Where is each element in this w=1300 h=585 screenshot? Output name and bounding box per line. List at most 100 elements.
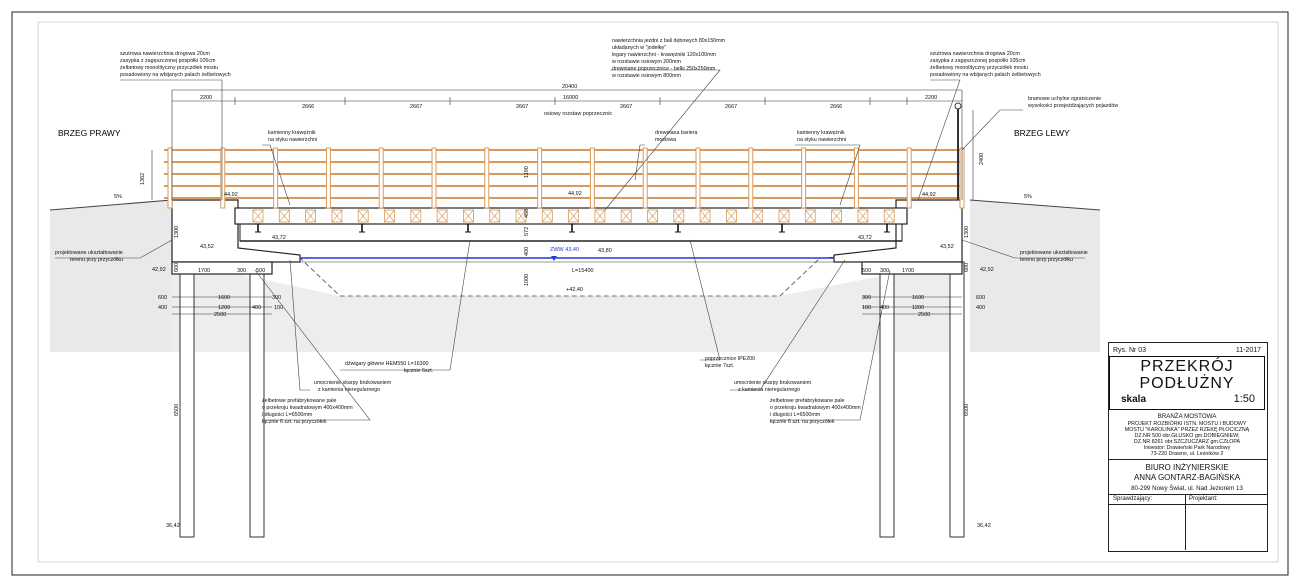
scale-value: 1:50: [1233, 393, 1255, 405]
crossbeam-spacing-label: osiowy rozstaw poprzecznic: [544, 111, 612, 117]
dim-rb-4: 300: [862, 295, 871, 301]
railing-post: [642, 147, 648, 209]
dim-lb-2: 300: [237, 268, 246, 274]
level-ground-right: 42,92: [980, 267, 994, 273]
dim-abut-right-h: 1300: [964, 226, 970, 238]
railing-post: [431, 147, 437, 209]
dim-gate-height: 2400: [979, 153, 985, 165]
leader-lines: [55, 69, 1085, 421]
water-level-marker: [551, 256, 557, 261]
crossbeam-cross: [305, 209, 316, 223]
crossbeam-cross: [568, 209, 579, 223]
level-ground-left: 42,92: [152, 267, 166, 273]
level-bed: +42,40: [566, 287, 583, 293]
crossbeam-cross: [778, 209, 790, 223]
railing-post: [378, 147, 384, 209]
dim-rb-11: 2500: [918, 312, 930, 318]
crossbeam-cross: [699, 209, 711, 223]
title-line-2: PODŁUŻNY: [1139, 375, 1235, 392]
level-pile-toe-left: 36,42: [166, 523, 180, 529]
drawing-border: [37, 21, 1279, 563]
dim-total: 20400: [562, 84, 577, 90]
dim-lb-11: 2500: [214, 312, 226, 318]
railing-post: [537, 147, 543, 209]
slope-left: 5%: [114, 194, 122, 200]
dim-lb-1: 1700: [198, 268, 210, 274]
crossbeam-cross: [542, 209, 553, 223]
sheet-frame: [11, 11, 1289, 576]
title-divider: [1185, 494, 1186, 550]
dim-lb-10: 100: [274, 305, 283, 311]
crossbeam-cross: [831, 209, 842, 223]
dim-bay-3: 2667: [516, 104, 528, 110]
dim-lb-9: 400: [252, 305, 261, 311]
crossbeam-cross: [673, 209, 685, 223]
office-name-1: BIURO INŻYNIERSKIE: [1145, 463, 1229, 472]
railing-post: [589, 147, 595, 209]
dim-deck-1: 450: [524, 209, 530, 218]
dim-bridge-height: 1362: [140, 173, 146, 185]
crossbeam-cross: [594, 209, 606, 223]
bank-right-label: BRZEG PRAWY: [58, 128, 121, 138]
crossbeam-cross: [357, 209, 369, 223]
dim-pile-right: 6500: [964, 404, 970, 416]
crossbeam-cross: [489, 209, 500, 223]
project-line-4: DZ.NR 8261 obr.SZCZUCZARZ gm.CZŁOPA: [1133, 439, 1241, 445]
checked-by-label: Sprawdzający:: [1113, 496, 1153, 502]
title-line-1: PRZEKRÓJ: [1140, 358, 1234, 375]
railing-post: [484, 147, 490, 209]
dim-span: 16000: [563, 95, 578, 101]
level-water: ZWW 43,40: [550, 247, 579, 253]
level-seat-left: 43,72: [272, 235, 286, 241]
level-sill-left: 43,52: [200, 244, 214, 250]
dim-lb-5: 300: [272, 295, 281, 301]
timber-crossbeams: [252, 209, 895, 223]
piles: [179, 261, 965, 538]
dim-rb-3: 1700: [902, 268, 914, 274]
abutments: [171, 199, 963, 275]
dim-rail-height: 1190: [524, 166, 530, 178]
dim-pile-left: 6500: [174, 404, 180, 416]
dim-deck-2: 572: [524, 227, 530, 236]
railing-post: [853, 147, 859, 209]
crossbeam-cross: [331, 209, 343, 223]
dim-abut-right-s: 600: [964, 263, 970, 272]
dim-rb-1: 500: [862, 268, 871, 274]
dim-clear-span: L=15400: [572, 268, 594, 274]
branch-label: BRANŻA MOSTOWA: [1157, 413, 1217, 420]
crossbeam-cross: [752, 209, 763, 223]
crossbeam-cross: [857, 209, 869, 223]
railing-post: [220, 147, 226, 209]
crossbeam-cross: [252, 209, 264, 223]
level-sill-right: 43,52: [940, 244, 954, 250]
crossbeam-cross: [647, 209, 658, 223]
office-name-2: ANNA GONTARZ-BAGIŃSKA: [1133, 473, 1241, 482]
designer-label: Projektant:: [1189, 496, 1218, 502]
railing-post: [167, 147, 173, 209]
level-deck-left: 44,92: [224, 192, 238, 198]
dim-rb-6: 600: [976, 295, 985, 301]
dim-rb-8: 400: [880, 305, 889, 311]
crossbeam-cross: [279, 209, 290, 223]
crossbeam-cross: [805, 209, 816, 223]
dim-abut-right: 2200: [925, 95, 937, 101]
dim-lb-7: 400: [158, 305, 167, 311]
dim-bay-2: 2667: [410, 104, 422, 110]
dim-abut-left-s: 600: [174, 263, 180, 272]
crossbeam-cross: [384, 209, 395, 223]
level-deck-right: 44,92: [922, 192, 936, 198]
dimension-lines: [151, 89, 974, 315]
project-line-2: MOSTU "KAROLINKA" PRZEZ RZEKĘ PŁOCICZNĄ: [1124, 427, 1250, 433]
dim-lb-8: 1200: [218, 305, 230, 311]
project-line-1: PROJEKT ROZBIÓRKI ISTN. MOSTU I BUDOWY: [1127, 421, 1247, 427]
